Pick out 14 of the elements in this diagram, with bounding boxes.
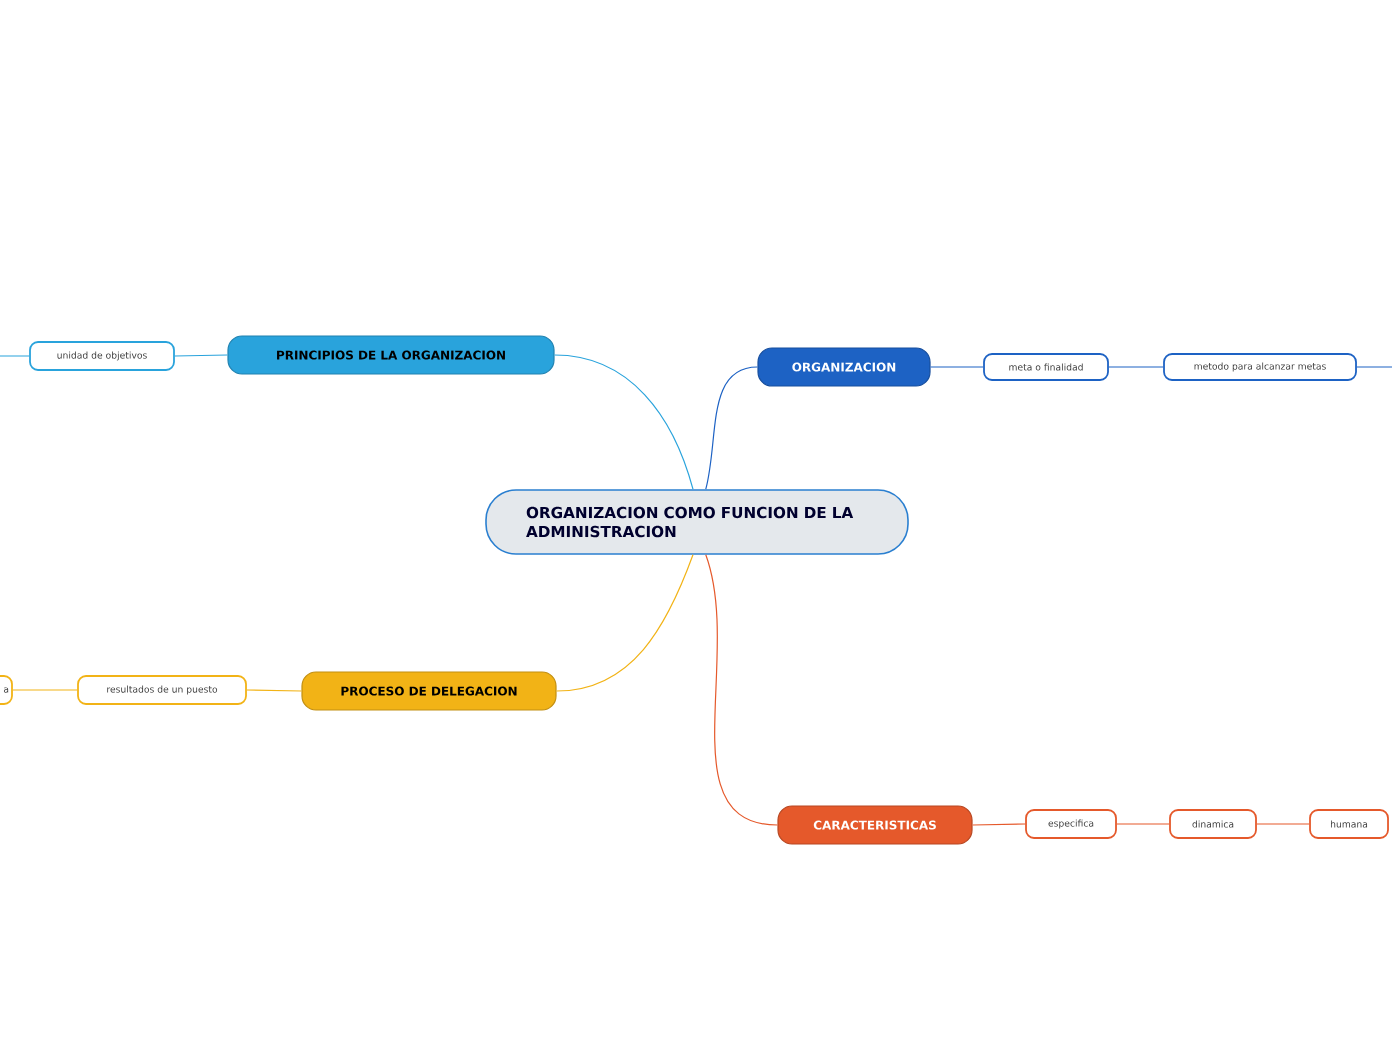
connector-line — [1108, 366, 1164, 368]
connector-line — [1356, 366, 1392, 368]
connector-line — [1116, 823, 1170, 825]
connector-line — [930, 366, 984, 368]
connector-line — [554, 354, 694, 490]
connector-line — [246, 689, 302, 692]
connector-line — [174, 354, 228, 357]
connector-line — [972, 823, 1026, 826]
connector-line — [1256, 823, 1310, 825]
connector-line — [0, 355, 30, 357]
connector-line — [705, 366, 758, 490]
connector-line — [556, 554, 694, 692]
connector-line — [12, 689, 78, 691]
connector-line — [705, 554, 778, 826]
